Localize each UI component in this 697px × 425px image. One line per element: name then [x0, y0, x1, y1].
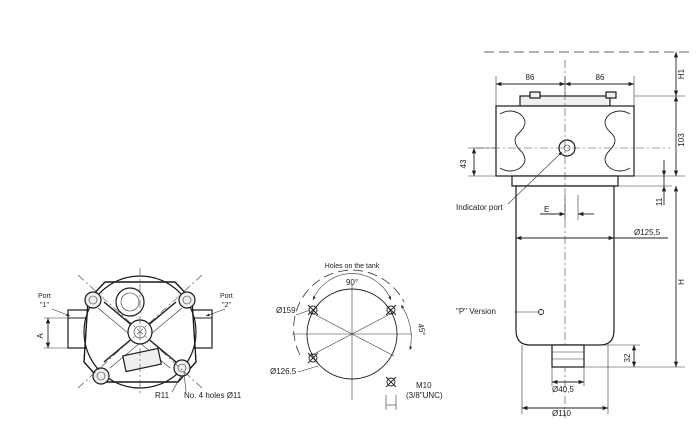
thread-label: M10 — [416, 381, 432, 390]
dim-103: 103 — [677, 133, 686, 147]
port2-number: "2" — [222, 302, 231, 309]
tank-hole-tr — [385, 304, 397, 316]
dim-110: Ø110 — [552, 409, 572, 418]
port2-label: Port — [220, 293, 233, 300]
dim-125: Ø125,5 — [634, 228, 661, 237]
tank-hole-tl — [307, 304, 319, 316]
angle-90-label: 90° — [346, 278, 358, 287]
p-version-label: "P" Version — [456, 307, 496, 316]
mount-hole-tl — [84, 291, 102, 309]
indicator-port-label: Indicator port — [456, 203, 503, 212]
angle-45-label: 45° — [416, 323, 427, 336]
side-view: 86 86 H1 103 43 — [456, 51, 690, 418]
holes-label: No. 4 holes Ø11 — [184, 391, 242, 400]
dia-159-label: Ø159 — [276, 306, 296, 315]
tank-hole-br — [385, 376, 397, 388]
tank-holes-title: Holes on the tank — [325, 263, 380, 270]
drain-plug — [551, 344, 585, 368]
dim-86-left: 86 — [526, 73, 535, 82]
dim-32: 32 — [623, 353, 632, 362]
dim-40: Ø40,5 — [552, 385, 574, 394]
dim-43: 43 — [459, 159, 468, 168]
mount-hole-br — [173, 359, 191, 377]
indicator-boss — [115, 287, 145, 317]
dim-86-right: 86 — [596, 73, 605, 82]
mount-hole-bl — [92, 367, 110, 385]
tank-hole-bl — [307, 352, 319, 364]
radius-label: R11 — [155, 391, 170, 400]
dim-e: E — [544, 205, 549, 214]
dim-11: 11 — [655, 197, 664, 206]
tank-holes-view: Holes on the tank 90° 45° Ø — [270, 263, 443, 410]
dim-a-label: A — [36, 333, 45, 339]
port1-number: "1" — [40, 302, 49, 309]
thread-unc-label: (3/8"UNC) — [406, 391, 443, 400]
mount-hole-tr — [178, 291, 196, 309]
top-view: A Port "1" Port "2" R11 No. 4 holes Ø11 — [36, 268, 242, 400]
dim-h1: H1 — [677, 68, 686, 79]
dia-126-label: Ø126.5 — [270, 367, 297, 376]
port1-label: Port — [38, 293, 51, 300]
dim-h: H — [677, 279, 686, 285]
